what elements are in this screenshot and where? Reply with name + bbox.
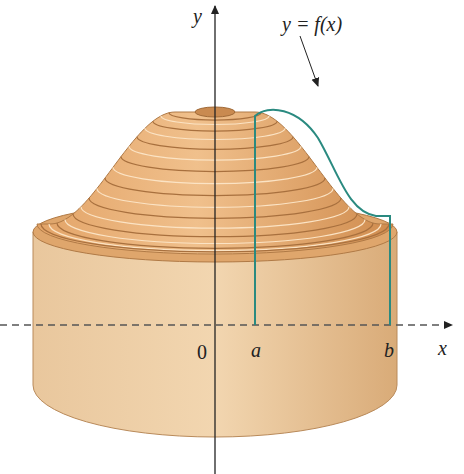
profile-curve [255,110,390,325]
y-axis [214,6,215,474]
axis-label: x [438,338,447,358]
bound-label: b [384,340,394,360]
origin-label: 0 [197,342,207,362]
leader-line [300,36,318,86]
axis-label: y [193,6,202,26]
bound-label: a [251,340,261,360]
x-axis [0,324,452,326]
function-label: y = f(x) [282,14,342,34]
